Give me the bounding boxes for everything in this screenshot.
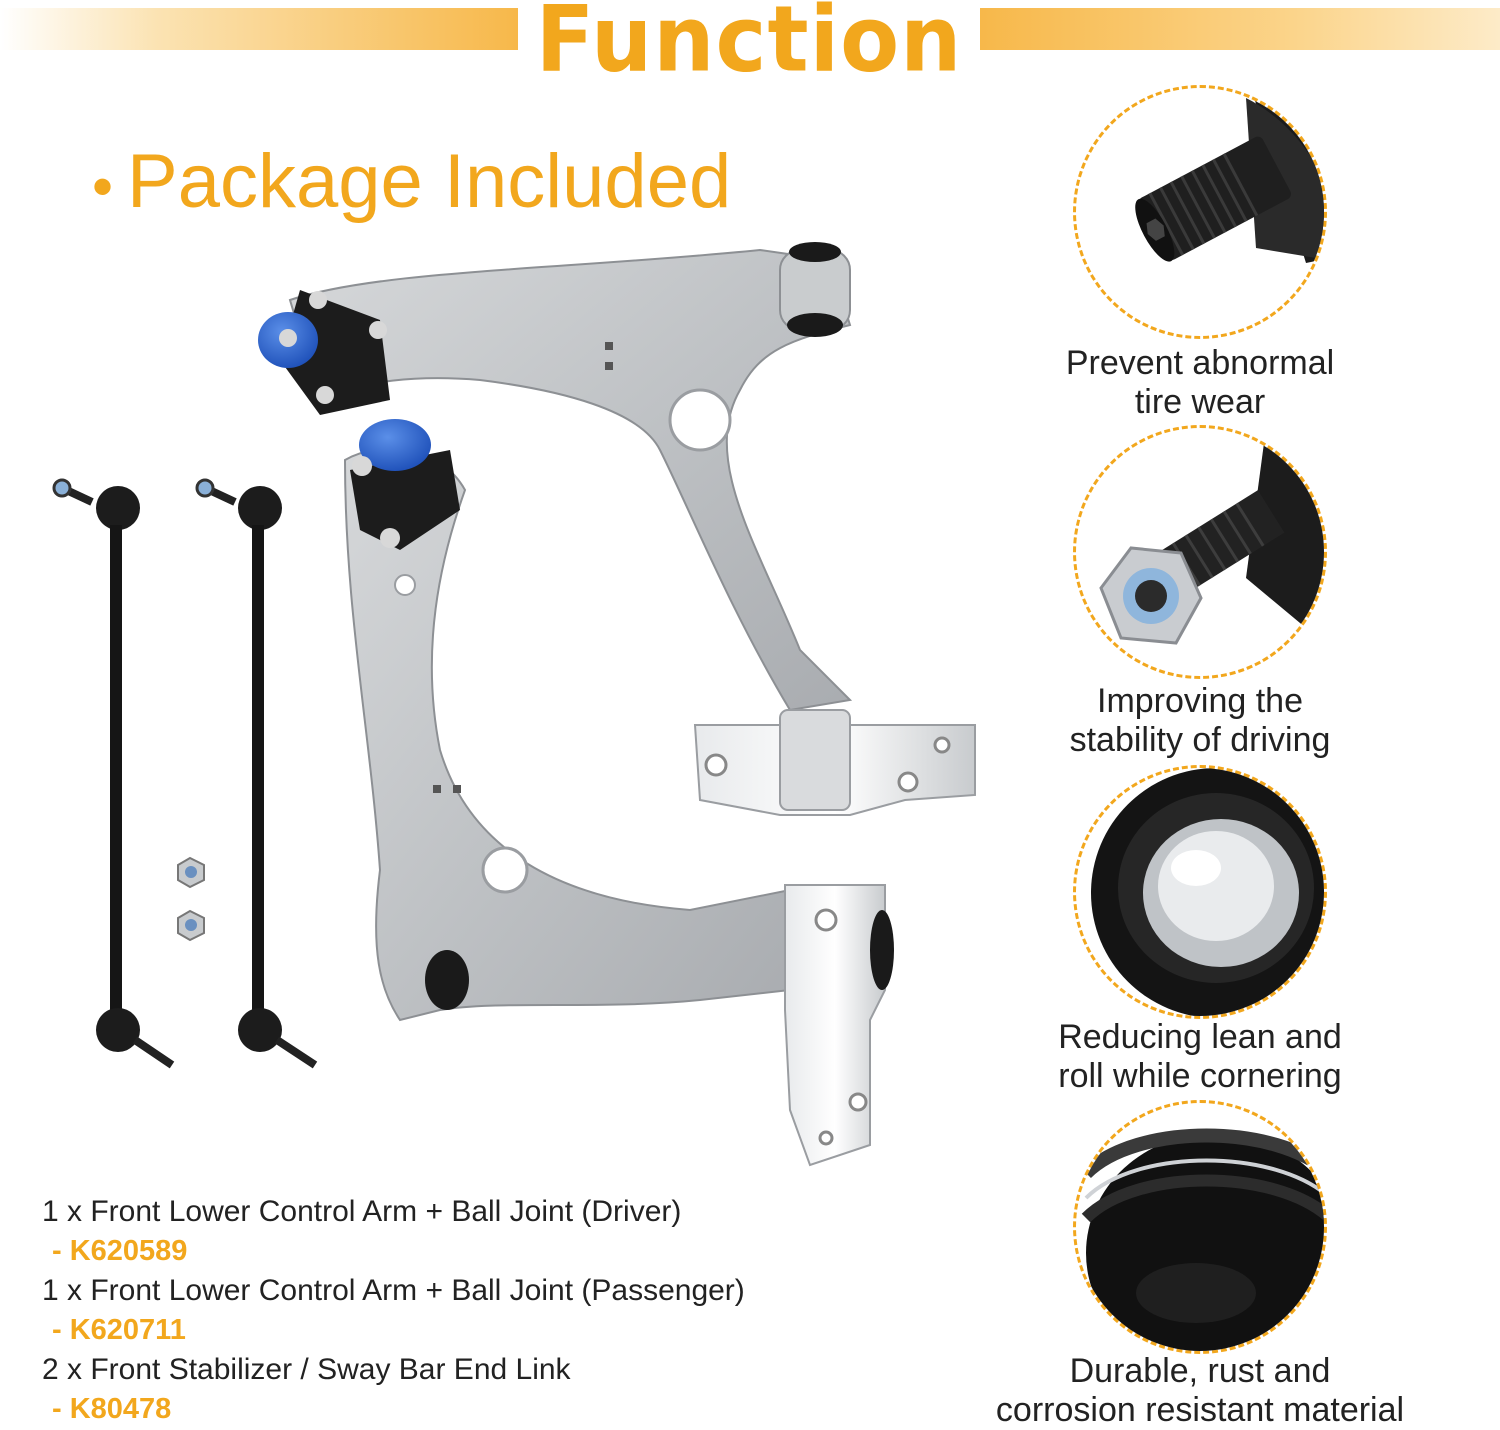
package-item-code: - K620711	[52, 1314, 186, 1346]
feature-circle	[1073, 1100, 1327, 1354]
package-item: 1 x Front Lower Control Arm + Ball Joint…	[42, 1274, 745, 1307]
control-arm-driver	[258, 242, 976, 816]
control-arm-passenger	[343, 419, 894, 1167]
package-item-list: 1 x Front Lower Control Arm + Ball Joint…	[42, 1192, 942, 1429]
feature-caption: Reducing lean and roll while cornering	[1058, 1018, 1342, 1095]
sway-bar-end-link-1	[52, 478, 175, 1069]
package-item: 1 x Front Lower Control Arm + Ball Joint…	[42, 1195, 682, 1228]
feature-circle	[1073, 765, 1327, 1019]
bolt-icon	[1135, 88, 1324, 263]
header-bar-left	[0, 8, 518, 50]
ball-joint-icon	[1091, 768, 1324, 1016]
feature-caption: Durable, rust and corrosion resistant ma…	[995, 1352, 1405, 1429]
header-bar-right	[980, 8, 1500, 50]
product-illustration	[52, 242, 976, 1167]
bullet-icon: •	[92, 153, 114, 220]
bushing-icon	[1081, 1128, 1324, 1351]
package-item: 2 x Front Stabilizer / Sway Bar End Link	[42, 1353, 571, 1386]
package-item-code: - K80478	[52, 1393, 172, 1425]
package-title-text: Package Included	[127, 139, 732, 224]
sway-bar-end-link-2	[195, 478, 318, 1069]
feature-caption: Improving the stability of driving	[1069, 682, 1331, 759]
header-title: Function	[535, 0, 963, 94]
package-item-code: - K620589	[52, 1235, 188, 1267]
nut-bolt-icon	[1099, 428, 1324, 645]
feature-caption: Prevent abnormal tire wear	[1065, 344, 1335, 421]
lock-nuts	[177, 856, 205, 942]
package-title: •Package Included	[92, 138, 731, 225]
feature-circle	[1073, 85, 1327, 339]
feature-circle	[1073, 425, 1327, 679]
